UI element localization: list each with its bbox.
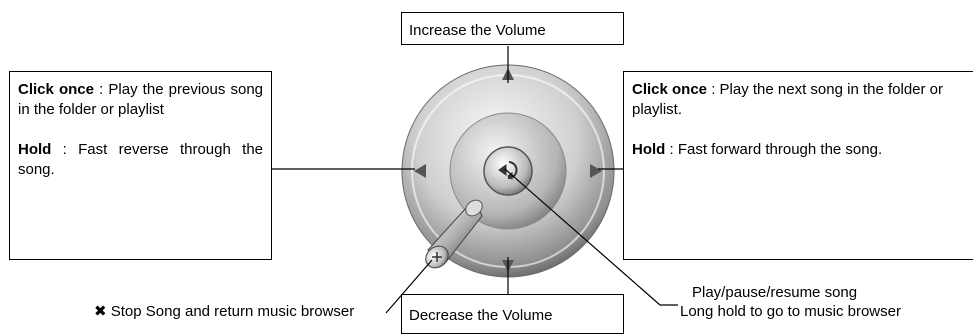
nav-pad-diagram bbox=[272, 46, 678, 314]
stop-knob-icon[interactable] bbox=[421, 197, 485, 273]
previous-song-box: Click once : Play the previous song in t… bbox=[9, 71, 272, 260]
stop-song-text: Stop Song and return music browser bbox=[110, 303, 355, 320]
left-arrow-icon[interactable] bbox=[414, 164, 426, 178]
play-pause-label-line1: Play/pause/resume song bbox=[692, 284, 858, 301]
decrease-volume-label: Decrease the Volume bbox=[409, 307, 553, 324]
next-hold-text: Hold : Fast forward through the song. bbox=[632, 141, 883, 158]
stop-x-icon: ✖ bbox=[94, 303, 107, 320]
connector-lines bbox=[272, 46, 678, 314]
previous-hold-text: Hold : Fast reverse through the song. bbox=[18, 141, 263, 178]
previous-click-once-text: Click once : Play the previous song in t… bbox=[18, 81, 263, 118]
next-click-once-text: Click once : Play the next song in the f… bbox=[632, 81, 944, 118]
increase-volume-box: Increase the Volume bbox=[401, 12, 624, 45]
increase-volume-label: Increase the Volume bbox=[409, 22, 546, 39]
right-arrow-icon[interactable] bbox=[590, 164, 602, 178]
next-song-box: Click once : Play the next song in the f… bbox=[623, 71, 973, 260]
stop-song-label: ✖ Stop Song and return music browser bbox=[94, 302, 354, 322]
play-pause-label-line2: Long hold to go to music browser bbox=[680, 303, 901, 320]
